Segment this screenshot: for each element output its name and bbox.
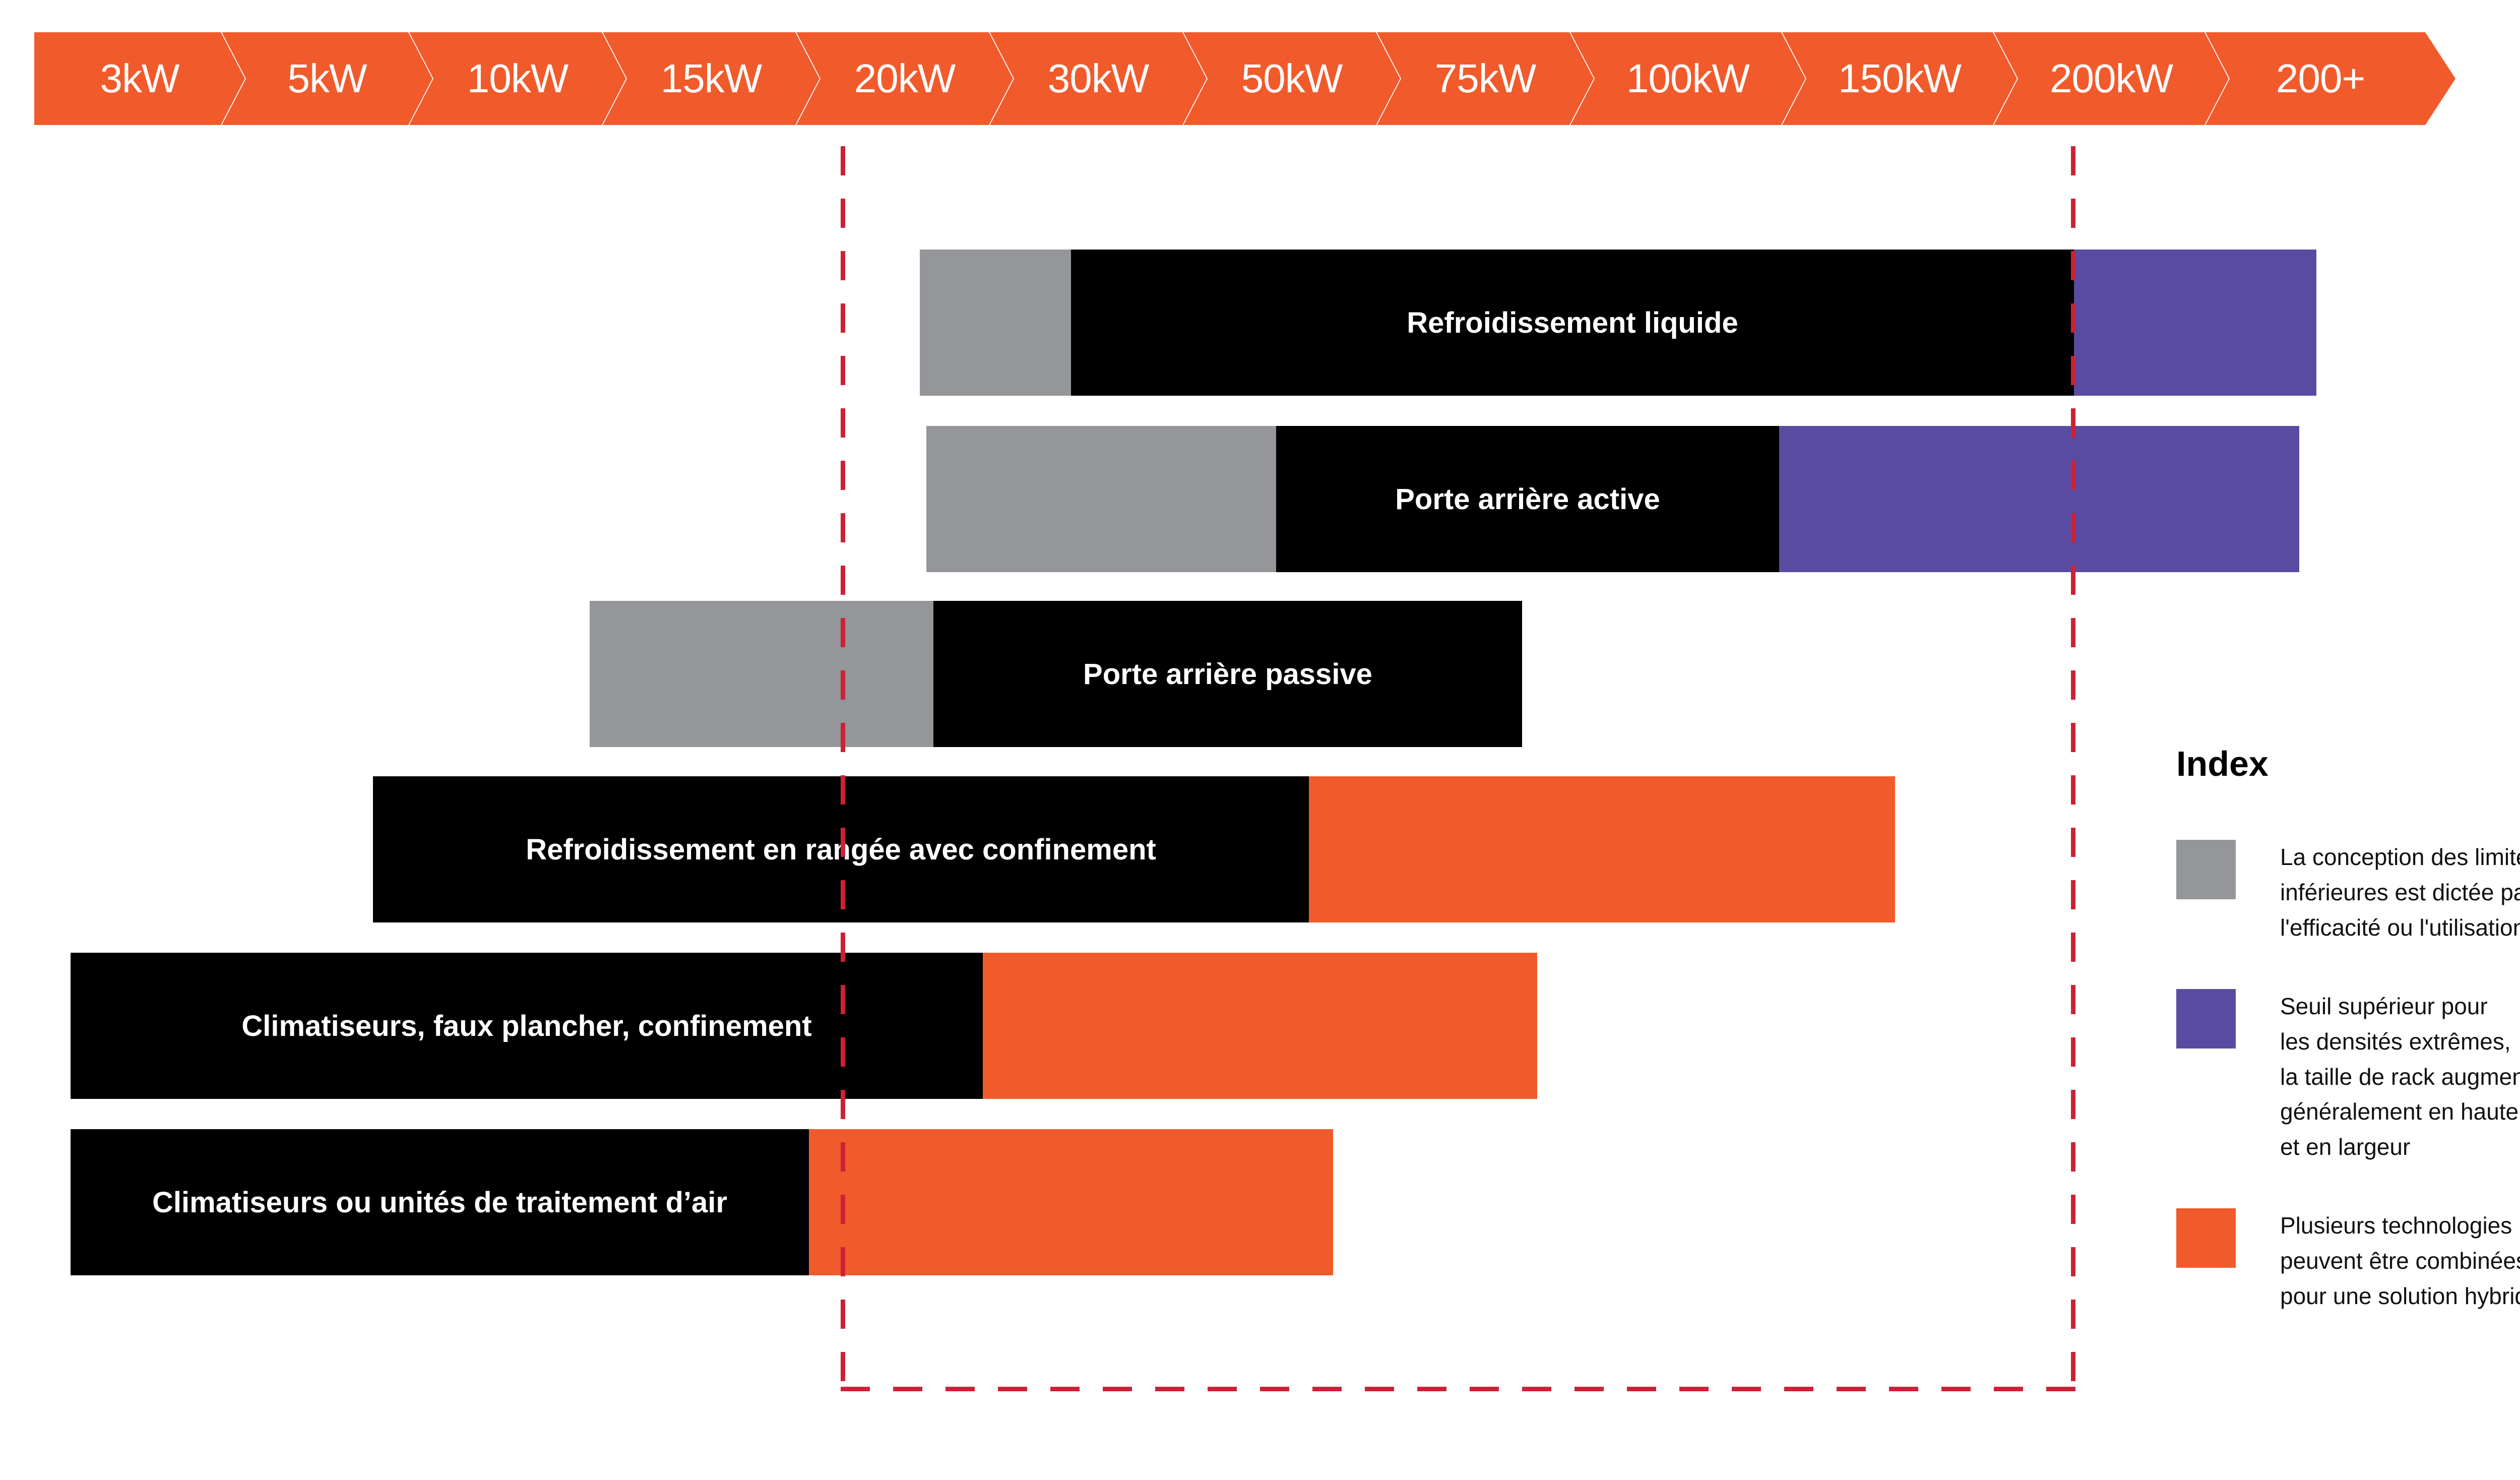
legend-swatch-grey [2176, 840, 2236, 899]
scale-step-200plus[interactable]: 200+ [2206, 32, 2455, 125]
legend-swatch-orange [2176, 1208, 2236, 1268]
legend-text-line: les densités extrêmes, [2280, 1028, 2511, 1055]
legend-text-line: et en largeur [2280, 1134, 2411, 1160]
scale-step-100kw[interactable]: 100kW [1570, 32, 1805, 125]
bar-segment-black [1071, 250, 2074, 396]
legend-panel: Index La conception des limites inférieur… [2176, 746, 2520, 1358]
bar-segment-black [933, 601, 1522, 747]
bar-row[interactable]: Climatiseurs, faux plancher, confinement [71, 953, 1537, 1099]
scale-step-15kw[interactable]: 15kW [603, 32, 820, 125]
scale-step-label: 50kW [1241, 56, 1343, 101]
legend-text-line: peuvent être combinées [2280, 1248, 2520, 1274]
bar-segment-grey [926, 426, 1276, 572]
legend-text-line: pour une solution hybride [2280, 1283, 2520, 1310]
scale-step-75kw[interactable]: 75kW [1377, 32, 1594, 125]
bar-row[interactable]: Porte arrière active [926, 426, 2299, 572]
legend-item: Plusieurs technologies peuvent être combi… [2176, 1208, 2520, 1314]
scale-step-5kw[interactable]: 5kW [222, 32, 432, 125]
legend-item: La conception des limites inférieures est… [2176, 840, 2520, 946]
power-density-scale: 3kW 5kW 10kW 15kW 20kW 30kW 50kW 75kW 100kW 150kW… [0, 0, 2520, 161]
legend-text-line: l'efficacité ou l'utilisation [2280, 914, 2520, 941]
legend-text-line: généralement en hauteur [2280, 1098, 2520, 1125]
scale-step-200kw[interactable]: 200kW [1994, 32, 2229, 125]
bar-row[interactable]: Refroidissement liquide [920, 250, 2316, 396]
legend-item-text: La conception des limites inférieures est… [2280, 840, 2520, 946]
threshold-line-lower [841, 146, 845, 1391]
threshold-line-upper [2071, 146, 2075, 1391]
bar-segment-grey [920, 250, 1071, 396]
scale-step-label: 75kW [1434, 56, 1536, 101]
bar-row[interactable]: Porte arrière passive [590, 601, 1522, 747]
scale-step-50kw[interactable]: 50kW [1183, 32, 1400, 125]
scale-step-label: 10kW [467, 56, 569, 101]
bar-segment-grey [590, 601, 933, 747]
bar-segment-black [71, 953, 983, 1099]
bar-segment-purple [2074, 250, 2316, 396]
scale-step-label: 200kW [2050, 56, 2173, 101]
scale-step-label: 5kW [287, 56, 367, 101]
scale-step-label: 200+ [2276, 56, 2365, 101]
scale-step-3kw[interactable]: 3kW [34, 32, 245, 125]
scale-step-label: 150kW [1838, 56, 1961, 101]
bar-row[interactable]: Climatiseurs ou unités de traitement d’a… [71, 1129, 1333, 1275]
scale-step-150kw[interactable]: 150kW [1782, 32, 2017, 125]
legend-text-line: Plusieurs technologies [2280, 1212, 2512, 1239]
legend-text-line: inférieures est dictée par [2280, 879, 2520, 905]
legend-item-text: Plusieurs technologies peuvent être combi… [2280, 1208, 2520, 1314]
legend-items: La conception des limites inférieures est… [2176, 840, 2520, 1314]
scale-step-20kw[interactable]: 20kW [796, 32, 1013, 125]
threshold-connector-line [841, 1387, 2075, 1391]
bar-segment-black [71, 1129, 809, 1275]
legend-item-text: Seuil supérieur pour les densités extrême… [2280, 989, 2520, 1165]
legend-item: Seuil supérieur pour les densités extrême… [2176, 989, 2520, 1165]
legend-swatch-purple [2176, 989, 2236, 1049]
bar-segment-black [1276, 426, 1779, 572]
legend-text-line: Seuil supérieur pour [2280, 993, 2488, 1019]
bar-row[interactable]: Refroidissement en rangée avec confineme… [373, 776, 1895, 922]
scale-step-10kw[interactable]: 10kW [409, 32, 626, 125]
scale-step-label: 3kW [100, 56, 179, 101]
scale-step-label: 20kW [854, 56, 956, 101]
legend-title: Index [2176, 744, 2269, 783]
bar-segment-orange [1309, 776, 1895, 922]
legend-text-line: la taille de rack augmente [2280, 1063, 2520, 1090]
scale-step-label: 30kW [1047, 56, 1149, 101]
scale-step-30kw[interactable]: 30kW [990, 32, 1207, 125]
scale-step-label: 15kW [660, 56, 762, 101]
bar-segment-orange [809, 1129, 1333, 1275]
legend-text-line: La conception des limites [2280, 844, 2520, 870]
bar-segment-orange [983, 953, 1537, 1099]
scale-step-label: 100kW [1626, 56, 1749, 101]
bar-segment-purple [1779, 426, 2299, 572]
